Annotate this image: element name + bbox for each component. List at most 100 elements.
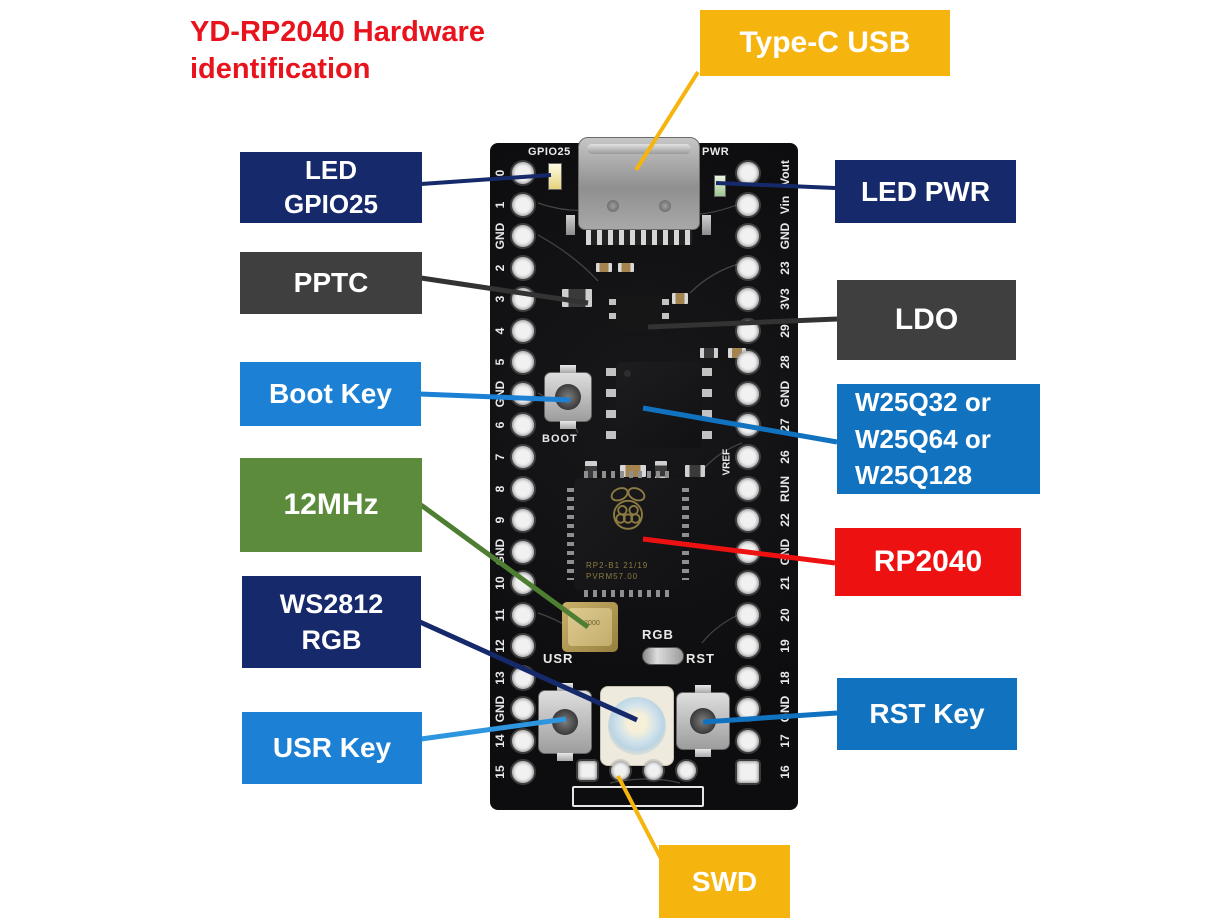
pin-hole — [512, 256, 534, 279]
usb-screw — [659, 200, 671, 212]
button-leg — [695, 749, 711, 757]
callout-label: 12MHz — [283, 488, 379, 521]
callout-label: LED — [305, 154, 357, 185]
raspberry-logo-icon — [610, 487, 646, 530]
pin-hole — [512, 572, 534, 595]
pin-hole — [512, 319, 534, 342]
callout-label: USR Key — [272, 732, 392, 763]
page-title-line2: identification — [190, 53, 371, 86]
button-leg — [560, 421, 576, 429]
pin-hole — [737, 319, 759, 342]
pin-hole — [737, 572, 759, 595]
smd-capacitor — [700, 348, 718, 358]
pin-hole — [737, 540, 759, 563]
smd-capacitor — [642, 647, 684, 665]
usb-type-c-connector — [578, 137, 700, 230]
silkscreen-rgb: RGB — [642, 627, 674, 642]
callout-12mhz: 12MHz — [240, 458, 422, 552]
callout-pptc: PPTC — [240, 252, 422, 314]
pin-hole — [577, 760, 597, 780]
silkscreen-usr: USR — [543, 651, 574, 666]
callout-rst-key: RST Key — [837, 678, 1017, 750]
qfn-pins — [584, 471, 672, 478]
pin-hole — [512, 509, 534, 532]
smd-capacitor — [672, 293, 688, 304]
callout-label: PPTC — [293, 267, 369, 298]
pin-hole — [512, 729, 534, 752]
callout-label: WS2812 — [279, 588, 384, 619]
pin-hole — [512, 761, 534, 784]
callout-ws2812-rgb: WS2812 RGB — [242, 576, 421, 668]
smd-capacitor — [728, 348, 746, 358]
chip-marking-line2: PVRM57.00 — [586, 572, 639, 581]
silkscreen-boot: BOOT — [542, 433, 578, 445]
callout-usr-key: USR Key — [242, 712, 422, 784]
callout-boot-key: Boot Key — [240, 362, 421, 426]
silkscreen-rst: RST — [686, 651, 715, 666]
callout-led-pwr: LED PWR — [835, 160, 1016, 223]
pcb-board: GPIO25 PWR BOOT VREF — [490, 137, 798, 810]
pin-hole — [737, 193, 759, 216]
pin-hole — [512, 603, 534, 626]
pin-hole — [512, 414, 534, 437]
callout-rp2040: RP2040 — [835, 528, 1021, 596]
pin-hole — [737, 162, 759, 184]
pin-hole — [737, 477, 759, 500]
qfn-pins — [567, 488, 574, 580]
pin-label: 16 — [778, 765, 792, 780]
crystal-12mhz: 12000 — [562, 602, 618, 652]
callout-label: W25Q64 or — [855, 423, 991, 454]
pin-hole — [737, 445, 759, 468]
callout-label: W25Q128 — [855, 460, 973, 491]
pin-hole — [676, 760, 696, 780]
pin-hole — [512, 225, 534, 248]
pin-hole — [737, 761, 759, 784]
callout-label: RST Key — [869, 698, 985, 729]
callout-label: RGB — [301, 625, 362, 655]
pin-hole — [737, 666, 759, 689]
rst-button — [676, 685, 730, 757]
usb-screw — [607, 200, 619, 212]
rp2040-chip: RP2-B1 21/19 PVRM57.00 — [567, 471, 689, 597]
pin-hole — [737, 288, 759, 311]
smd-capacitor — [685, 465, 705, 477]
usb-shield-leg — [702, 215, 711, 235]
pin-hole — [737, 256, 759, 279]
callout-flash-chip: W25Q32 or W25Q64 or W25Q128 — [837, 384, 1040, 494]
qfn-pins — [682, 488, 689, 580]
pin-hole — [737, 729, 759, 752]
silkscreen-pwr: PWR — [702, 146, 730, 158]
pin-hole — [737, 382, 759, 405]
smd-resistor — [596, 263, 612, 272]
usb-shield-leg — [566, 215, 575, 235]
smd-resistor — [618, 263, 634, 272]
qfn-pins — [584, 590, 672, 597]
callout-ldo: LDO — [837, 280, 1016, 360]
pin-hole — [512, 351, 534, 374]
usr-button — [538, 683, 592, 761]
pin1-dot — [624, 370, 631, 377]
swd-outline — [572, 786, 704, 807]
button-leg — [560, 365, 576, 373]
callout-label: RP2040 — [873, 545, 983, 578]
callout-label: LDO — [894, 303, 959, 336]
button-leg — [557, 683, 573, 691]
pin-hole — [512, 162, 534, 184]
boot-button — [544, 365, 592, 429]
callout-label: GPIO25 — [284, 188, 378, 219]
pin-hole — [737, 351, 759, 374]
pin-hole — [643, 760, 663, 780]
callout-swd: SWD — [659, 845, 790, 918]
silkscreen-vref: VREF — [721, 448, 733, 476]
pin-hole — [610, 760, 630, 780]
pin-hole — [737, 603, 759, 626]
button-leg — [557, 753, 573, 761]
pptc-fuse — [562, 289, 592, 307]
ws2812-rgb-led — [600, 686, 674, 766]
page-title-line1: YD-RP2040 Hardware — [190, 16, 485, 48]
led-gpio25 — [548, 163, 562, 190]
callout-led-gpio25: LED GPIO25 — [240, 152, 422, 223]
pin-hole — [737, 509, 759, 532]
crystal-marking: 12000 — [580, 620, 600, 627]
